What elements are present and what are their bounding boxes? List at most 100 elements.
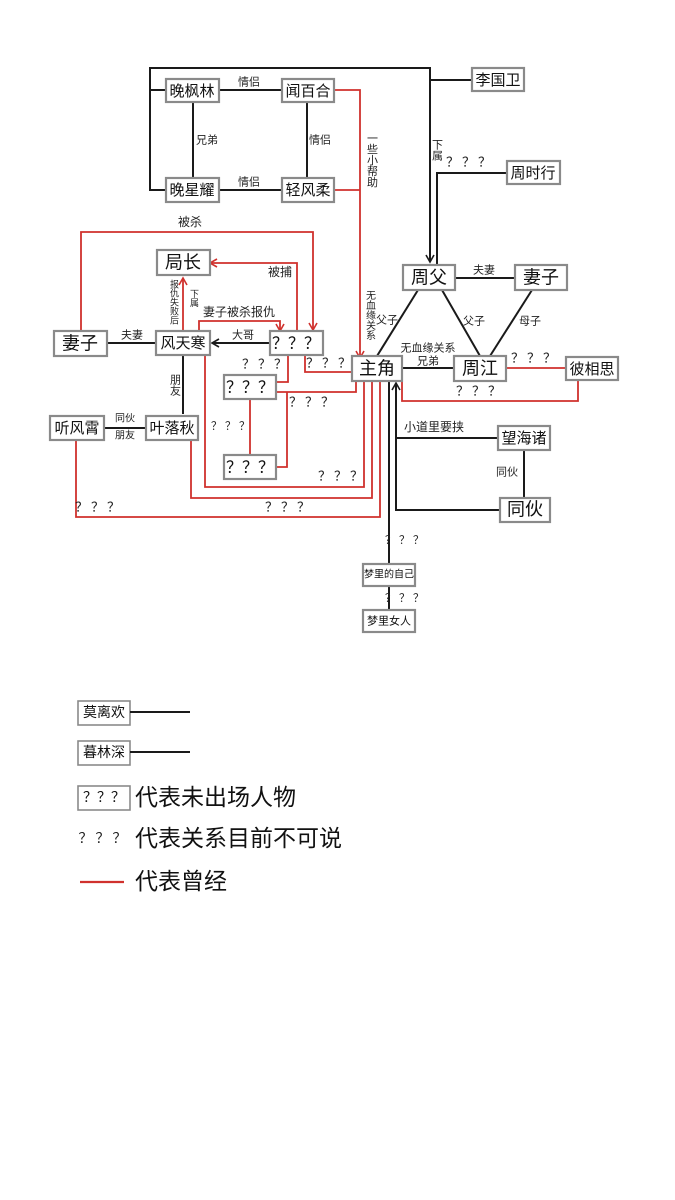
edge-wan-brothers-to-zhoufu [149, 67, 435, 264]
node-label: ？？？ [226, 378, 274, 397]
edge-unknown-c-bracket [276, 392, 288, 468]
node-label: 望海诸 [501, 429, 546, 447]
node-zhoushixing[interactable]: 周时行 [505, 159, 562, 186]
node-label: 梦里的自己 [364, 568, 414, 581]
label-killed: 被杀 [178, 214, 202, 229]
label-spouse: 夫妻 [473, 264, 495, 277]
legend-unknown-person-box: ？？？ [77, 785, 131, 811]
label-lovers: 情侣 [238, 75, 260, 89]
label-wife-revenge: 妻子被杀报仇 [203, 304, 275, 319]
label-unknown: ？？？ [75, 501, 123, 516]
node-zhoujiang[interactable]: 周江 [452, 354, 508, 383]
label-father-son: 父子 [376, 314, 398, 327]
node-dream-self[interactable]: 梦里的自己 [361, 562, 417, 588]
label-unknown: ？？？ [385, 534, 427, 547]
edge-unknown-a-unknown-b [276, 355, 289, 383]
node-label: 周时行 [510, 164, 555, 182]
node-wanxingyao[interactable]: 晚星耀 [164, 176, 221, 204]
node-dream-woman[interactable]: 梦里女人 [361, 608, 417, 634]
node-unknown-a[interactable]: ？？？ [268, 329, 325, 357]
edge-wife-zhoujiang [489, 289, 533, 357]
legend-label: 暮林深 [83, 745, 125, 761]
node-label: 梦里女人 [367, 614, 411, 628]
edge-wanxingyao-bracket [149, 90, 166, 191]
node-protagonist[interactable]: 主角 [350, 354, 404, 383]
edge-zhoufu-protagonist [376, 289, 419, 357]
node-label: 周江 [462, 359, 498, 380]
label-mother-son: 母子 [519, 315, 541, 328]
node-label: 局长 [165, 253, 201, 274]
node-label: 晚星耀 [169, 181, 214, 199]
node-unknown-c[interactable]: ？？？ [222, 453, 278, 481]
legend-unknown-relation-mark: ？？？ [79, 831, 130, 847]
node-label: 风天寒 [160, 334, 205, 352]
node-fengtianhan[interactable]: 风天寒 [154, 329, 212, 357]
node-tonghuo[interactable]: 同伙 [498, 496, 552, 524]
node-wenbaihe[interactable]: 闻百合 [280, 77, 336, 104]
label-unknown: ？？？ [265, 501, 313, 516]
node-juzhang[interactable]: 局长 [155, 248, 212, 277]
label-friend: 朋友 [115, 429, 135, 442]
edge-labels: 情侣 情侣 情侣 兄弟 一些小帮助 下属 ？？？ 被杀 被捕 报仇失败后 下属 … [75, 75, 559, 605]
label-no-blood: 无血缘关系 [364, 290, 376, 340]
node-label: 周父 [411, 268, 447, 289]
node-liguowei[interactable]: 李国卫 [470, 66, 526, 93]
legend-unknown-person-text: 代表未出场人物 [135, 785, 296, 811]
label-unknown: ？？？ [511, 352, 559, 367]
edge-unknown-b-protagonist [276, 381, 357, 393]
label-captured: 被捕 [268, 264, 292, 279]
edge-zhoushixing-zhoufu [436, 172, 507, 264]
node-yeluoqiu[interactable]: 叶落秋 [144, 414, 200, 442]
label-accomplice: 同伙 [496, 466, 518, 479]
node-label: 李国卫 [475, 71, 520, 89]
edge-tingfengxiao-protagonist [75, 381, 381, 518]
node-label: 主角 [359, 359, 395, 380]
label-friend: 朋友 [169, 374, 182, 396]
label-subordinate: 下属 [431, 139, 444, 162]
legend-unknown-relation-text: 代表关系目前不可说 [135, 826, 342, 852]
node-wanghaizhu[interactable]: 望海诸 [496, 424, 552, 452]
node-label: 轻风柔 [285, 181, 330, 199]
edge-bixiangsi-protagonist [401, 380, 579, 402]
edge-yeluoqiu-protagonist [190, 381, 373, 499]
legend-node-mulinshen: 暮林深 [77, 740, 131, 766]
label-accomplice: 同伙 [115, 413, 135, 425]
node-label: 闻百合 [285, 82, 330, 100]
node-unknown-b[interactable]: ？？？ [222, 373, 278, 401]
node-label: 妻子 [523, 268, 559, 289]
edge-fengtianhan-protagonist [204, 355, 365, 488]
edge-some-help [334, 89, 365, 360]
edge-unknown-a-protagonist [304, 355, 352, 373]
current-relations [104, 67, 533, 610]
label-unknown: ？？？ [446, 156, 494, 171]
node-label: ？？？ [226, 458, 274, 477]
node-tingfengxiao[interactable]: 听风霄 [48, 414, 106, 442]
edge-captured [208, 258, 298, 330]
past-relations [75, 89, 579, 518]
edge-tonghuo-protagonist [391, 381, 500, 511]
node-zhoufu[interactable]: 周父 [401, 263, 457, 292]
node-wanfenglin[interactable]: 晚枫林 [164, 77, 221, 104]
node-label: ？？？ [272, 334, 320, 353]
node-label: 彼相思 [569, 360, 614, 378]
label-subordinate: 下属 [188, 289, 199, 308]
node-label: 妻子 [62, 334, 98, 355]
label-brothers: 兄弟 [417, 355, 439, 368]
label-lovers: 情侣 [238, 175, 260, 189]
node-label: 叶落秋 [149, 419, 194, 437]
label-lovers: 情侣 [309, 133, 331, 147]
node-label: 听风霄 [54, 419, 99, 437]
node-fengtianhan-wife[interactable]: 妻子 [52, 329, 109, 358]
label-unknown: ？？？ [318, 470, 366, 485]
label-brothers: 兄弟 [196, 134, 218, 147]
label-no-blood: 无血缘关系 [401, 341, 456, 355]
node-qingfengrou[interactable]: 轻风柔 [280, 176, 336, 204]
legend-label: ？？？ [83, 790, 125, 806]
legend-label: 莫离欢 [83, 704, 125, 721]
node-bixiangsi[interactable]: 彼相思 [564, 355, 620, 382]
legend-node-molihuan: 莫离欢 [77, 700, 131, 726]
label-unknown: ？？？ [385, 592, 427, 605]
node-zhoufu-wife[interactable]: 妻子 [513, 263, 569, 292]
label-unknown: ？？？ [211, 420, 253, 433]
